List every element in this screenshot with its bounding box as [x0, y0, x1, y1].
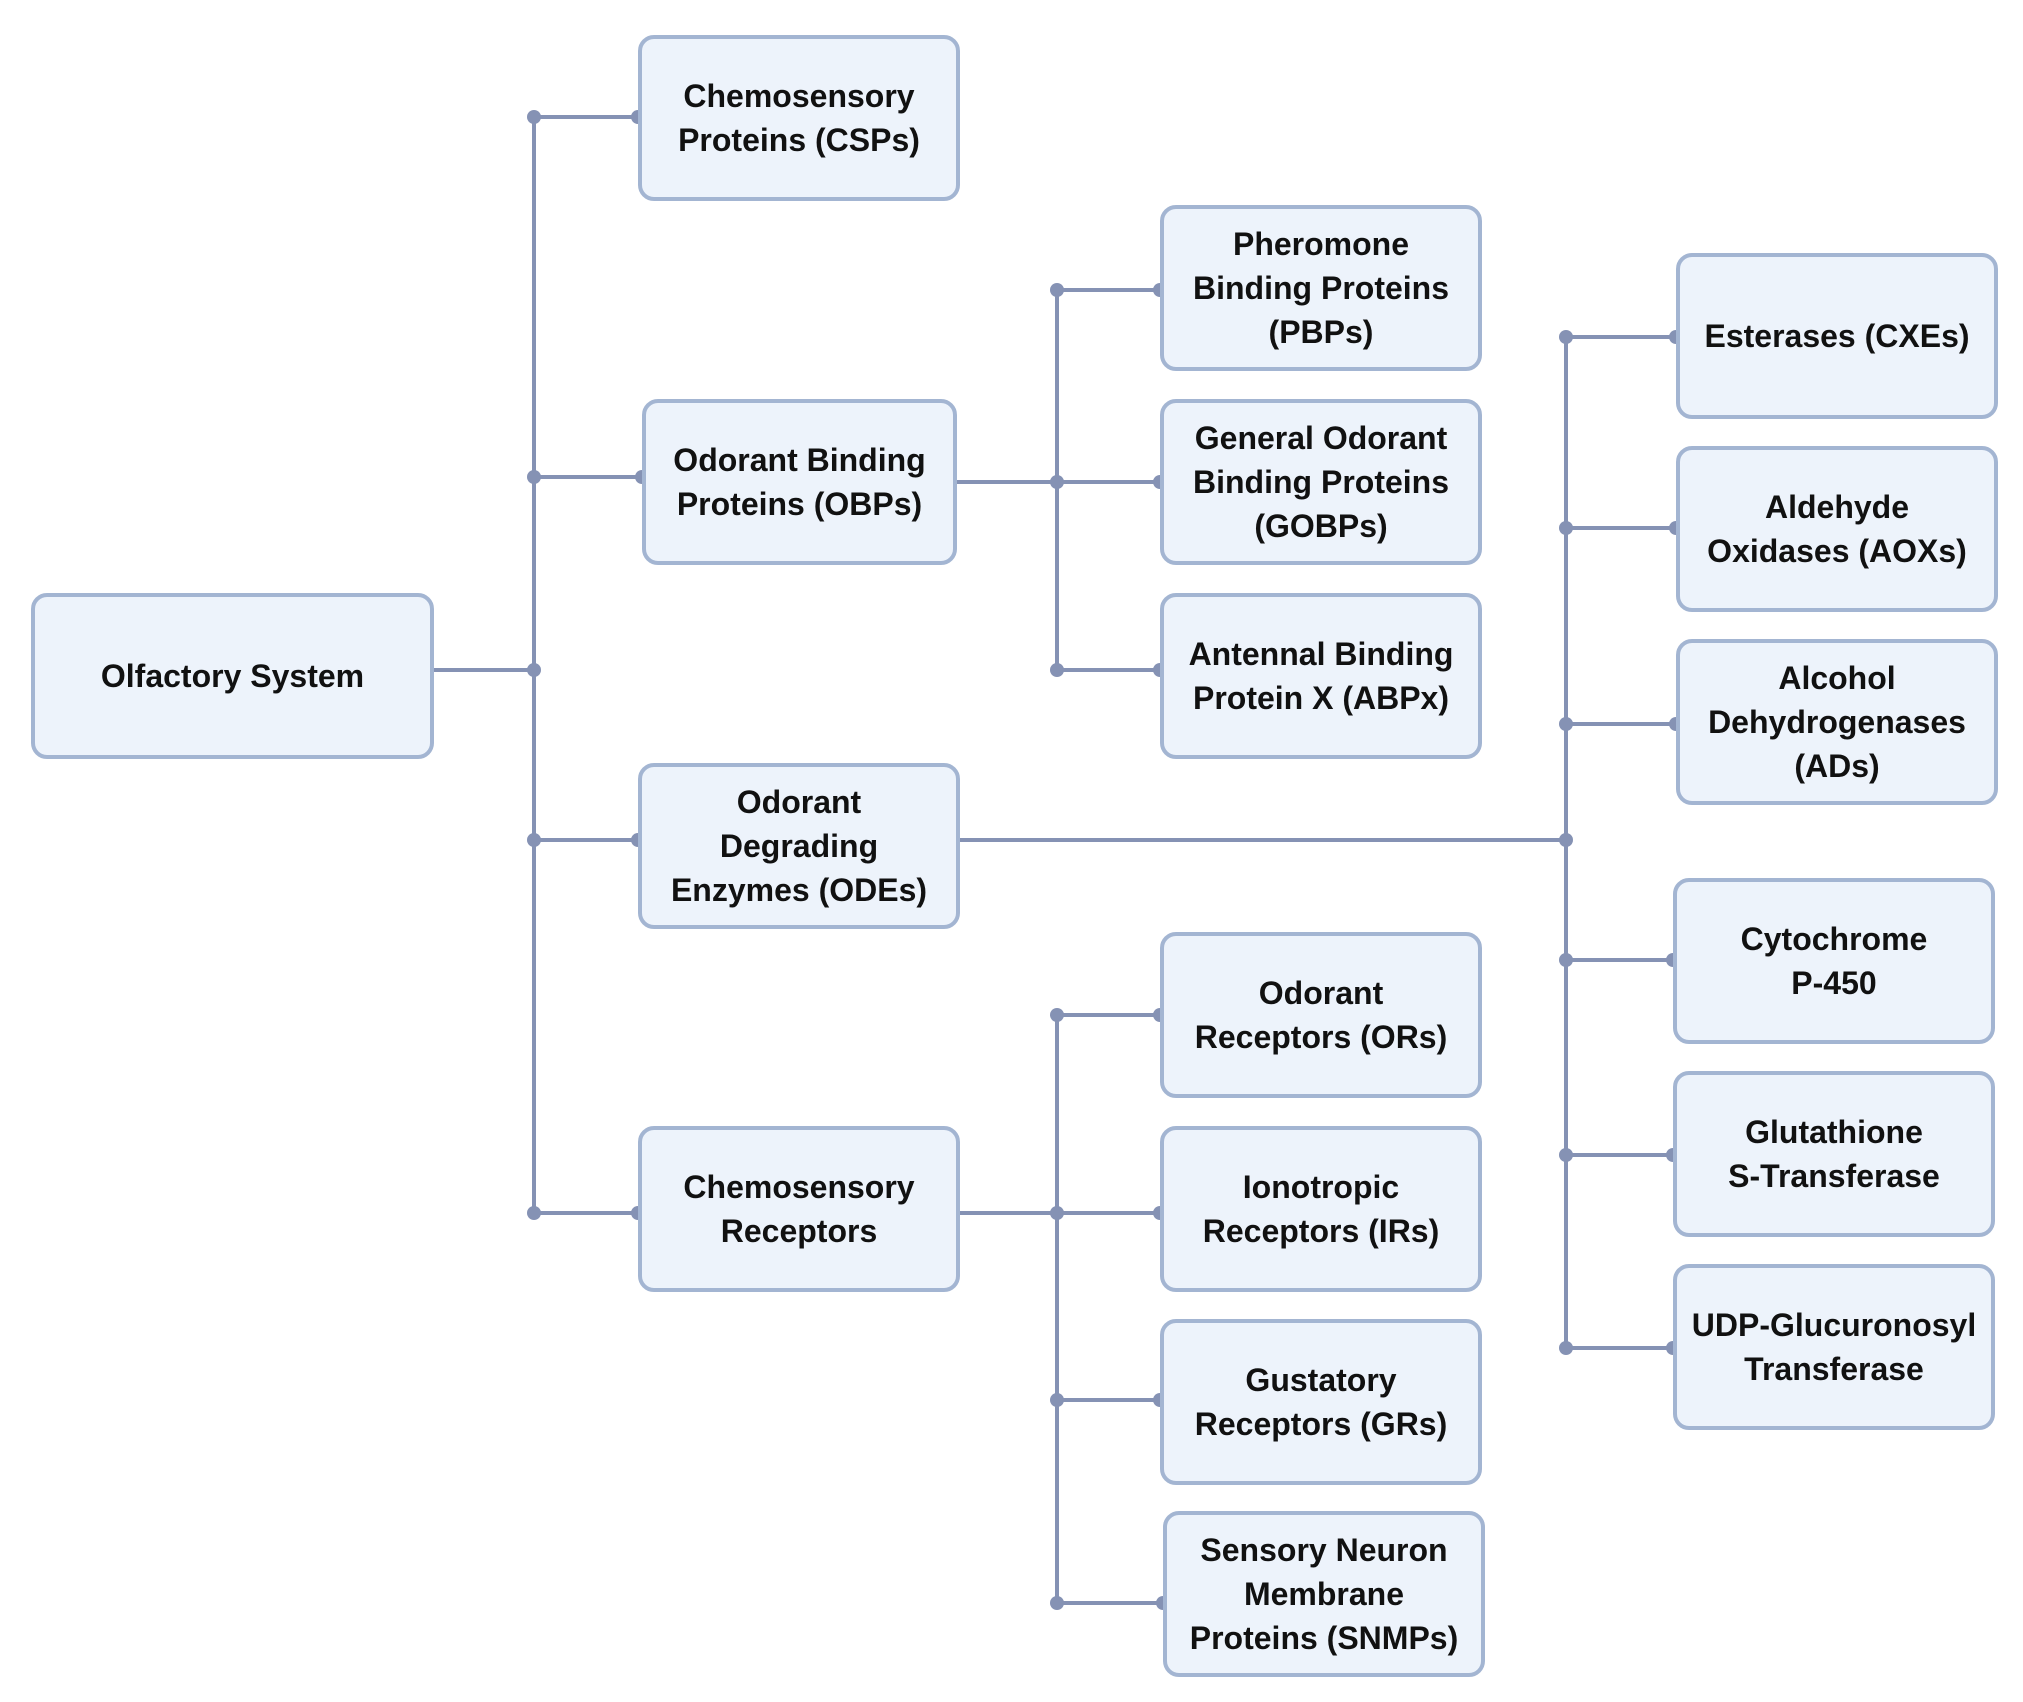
node-label: Glutathione S-Transferase	[1728, 1114, 1940, 1194]
node-glutathione-s-transferase: Glutathione S-Transferase	[1673, 1071, 1995, 1237]
node-label: Ionotropic Receptors (IRs)	[1202, 1169, 1440, 1249]
node-odorant-receptors: Odorant Receptors (ORs)	[1160, 932, 1482, 1098]
node-antennal-binding-protein-x: Antennal Binding Protein X (ABPx)	[1160, 593, 1482, 759]
node-odorant-binding-proteins: Odorant Binding Proteins (OBPs)	[642, 399, 957, 565]
node-olfactory-system: Olfactory System	[31, 593, 434, 759]
node-alcohol-dehydrogenases: Alcohol Dehydrogenases (ADs)	[1676, 639, 1998, 805]
node-label: Aldehyde Oxidases (AOXs)	[1707, 489, 1967, 569]
node-chemosensory-proteins: Chemosensory Proteins (CSPs)	[638, 35, 960, 201]
node-label: Antennal Binding Protein X (ABPx)	[1188, 636, 1454, 716]
node-label: Sensory Neuron Membrane Proteins (SNMPs)	[1189, 1532, 1459, 1656]
node-label: Alcohol Dehydrogenases (ADs)	[1708, 660, 1966, 784]
node-ionotropic-receptors: Ionotropic Receptors (IRs)	[1160, 1126, 1482, 1292]
node-label: Chemosensory Receptors	[683, 1169, 915, 1249]
node-label: Olfactory System	[100, 658, 365, 694]
node-label: Odorant Receptors (ORs)	[1194, 975, 1448, 1055]
node-odorant-degrading-enzymes: Odorant Degrading Enzymes (ODEs)	[638, 763, 960, 929]
node-label: Cytochrome P-450	[1740, 921, 1928, 1001]
node-esterases: Esterases (CXEs)	[1676, 253, 1998, 419]
node-cytochrome-p450: Cytochrome P-450	[1673, 878, 1995, 1044]
node-label: UDP-Glucuronosyl Transferase	[1691, 1307, 1977, 1387]
node-chemosensory-receptors: Chemosensory Receptors	[638, 1126, 960, 1292]
node-sensory-neuron-membrane-proteins: Sensory Neuron Membrane Proteins (SNMPs)	[1163, 1511, 1485, 1677]
node-gustatory-receptors: Gustatory Receptors (GRs)	[1160, 1319, 1482, 1485]
node-label: Odorant Degrading Enzymes (ODEs)	[670, 784, 928, 908]
node-label: Gustatory Receptors (GRs)	[1194, 1362, 1448, 1442]
node-label: General Odorant Binding Proteins (GOBPs)	[1193, 420, 1449, 544]
node-general-odorant-binding-proteins: General Odorant Binding Proteins (GOBPs)	[1160, 399, 1482, 565]
node-label: Odorant Binding Proteins (OBPs)	[673, 442, 926, 522]
node-pheromone-binding-proteins: Pheromone Binding Proteins (PBPs)	[1160, 205, 1482, 371]
node-label: Esterases (CXEs)	[1704, 318, 1970, 354]
node-aldehyde-oxidases: Aldehyde Oxidases (AOXs)	[1676, 446, 1998, 612]
node-udp-glucuronosyl-transferase: UDP-Glucuronosyl Transferase	[1673, 1264, 1995, 1430]
node-label: Chemosensory Proteins (CSPs)	[678, 78, 920, 158]
node-label: Pheromone Binding Proteins (PBPs)	[1193, 226, 1449, 350]
